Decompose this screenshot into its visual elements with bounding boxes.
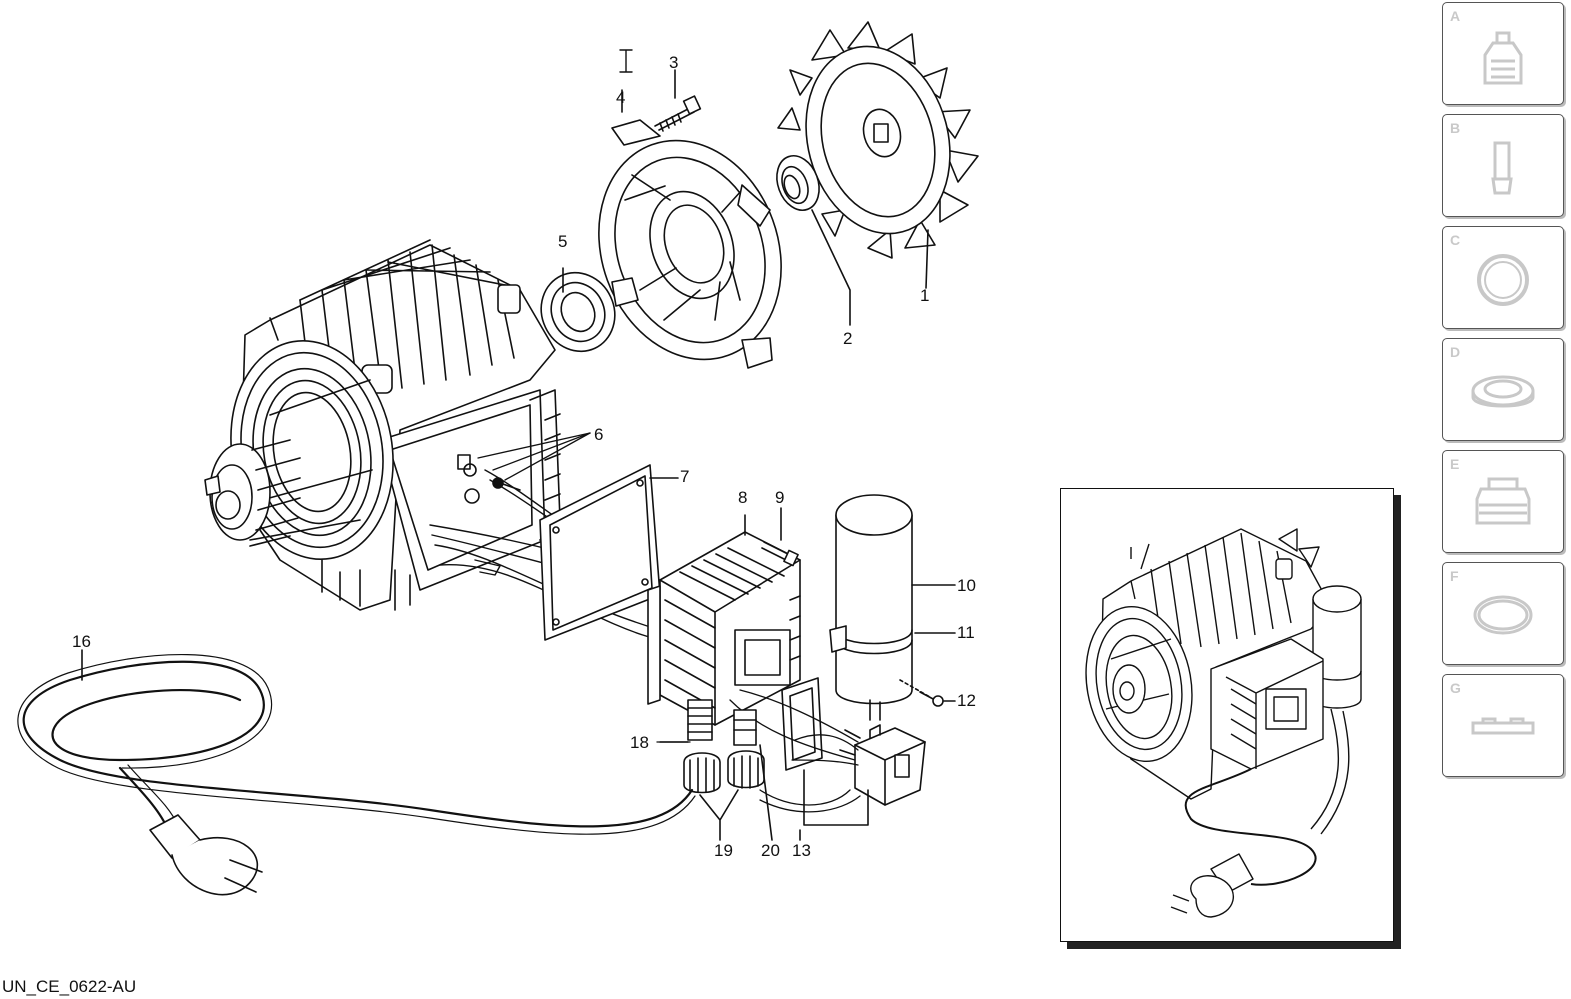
tab-f[interactable]: F [1442,562,1564,665]
callout-2: 2 [843,329,853,348]
tab-letter: C [1450,232,1461,248]
ball-bearing [540,267,616,353]
tab-e[interactable]: E [1442,450,1564,553]
callout-20: 20 [761,841,780,860]
power-cable [17,649,696,896]
callout-1: 1 [920,286,930,305]
motor-block-icon [1475,477,1531,525]
tab-g[interactable]: G [1442,674,1564,777]
assembled-view-inset [1060,488,1394,942]
callout-8: 8 [738,488,748,507]
tab-letter: A [1450,8,1461,24]
tab-letter: F [1450,568,1459,584]
callout-16: 16 [72,632,91,651]
leader-lines [477,432,691,743]
tab-d[interactable]: D [1442,338,1564,441]
assembled-motor-illustration [1085,528,1362,918]
callout-5: 5 [558,232,568,251]
pump-head-icon [1483,31,1523,85]
tab-letter: G [1450,680,1461,696]
cable-glands [659,699,861,841]
tab-letter: E [1450,456,1460,472]
cylinder-piston-icon [1491,141,1513,195]
bearing-icon [1471,375,1535,408]
callout-4: 4 [616,88,626,107]
capacitor [829,494,956,721]
ring-icon [1477,254,1529,306]
fan-impeller [777,21,979,289]
screw-3 [619,49,702,132]
terminal-box [647,514,801,726]
callout-3: 3 [669,53,679,72]
callout-9: 9 [775,488,785,507]
callout-6: 6 [594,425,604,444]
drawing-code: UN_CE_0622-AU [2,977,137,996]
motor-face-rotor [204,339,394,561]
tab-letter: D [1450,344,1461,360]
tab-letter: B [1450,120,1461,136]
callout-13: 13 [792,841,811,860]
callout-12: 12 [957,691,976,710]
screw-9 [761,507,799,567]
fan-housing [598,89,782,369]
callout-19: 19 [714,841,733,860]
callout-7: 7 [680,467,690,486]
callout-10: 10 [957,576,976,595]
tab-a[interactable]: A [1442,2,1564,105]
seal-ring-icon [1473,595,1533,635]
shaft-seal [776,155,851,326]
callout-18: 18 [630,733,649,752]
tab-c[interactable]: C [1442,226,1564,329]
tab-b[interactable]: B [1442,114,1564,217]
screw-12 [899,679,956,707]
callout-11: 11 [957,623,975,642]
plate-icon [1471,717,1535,735]
